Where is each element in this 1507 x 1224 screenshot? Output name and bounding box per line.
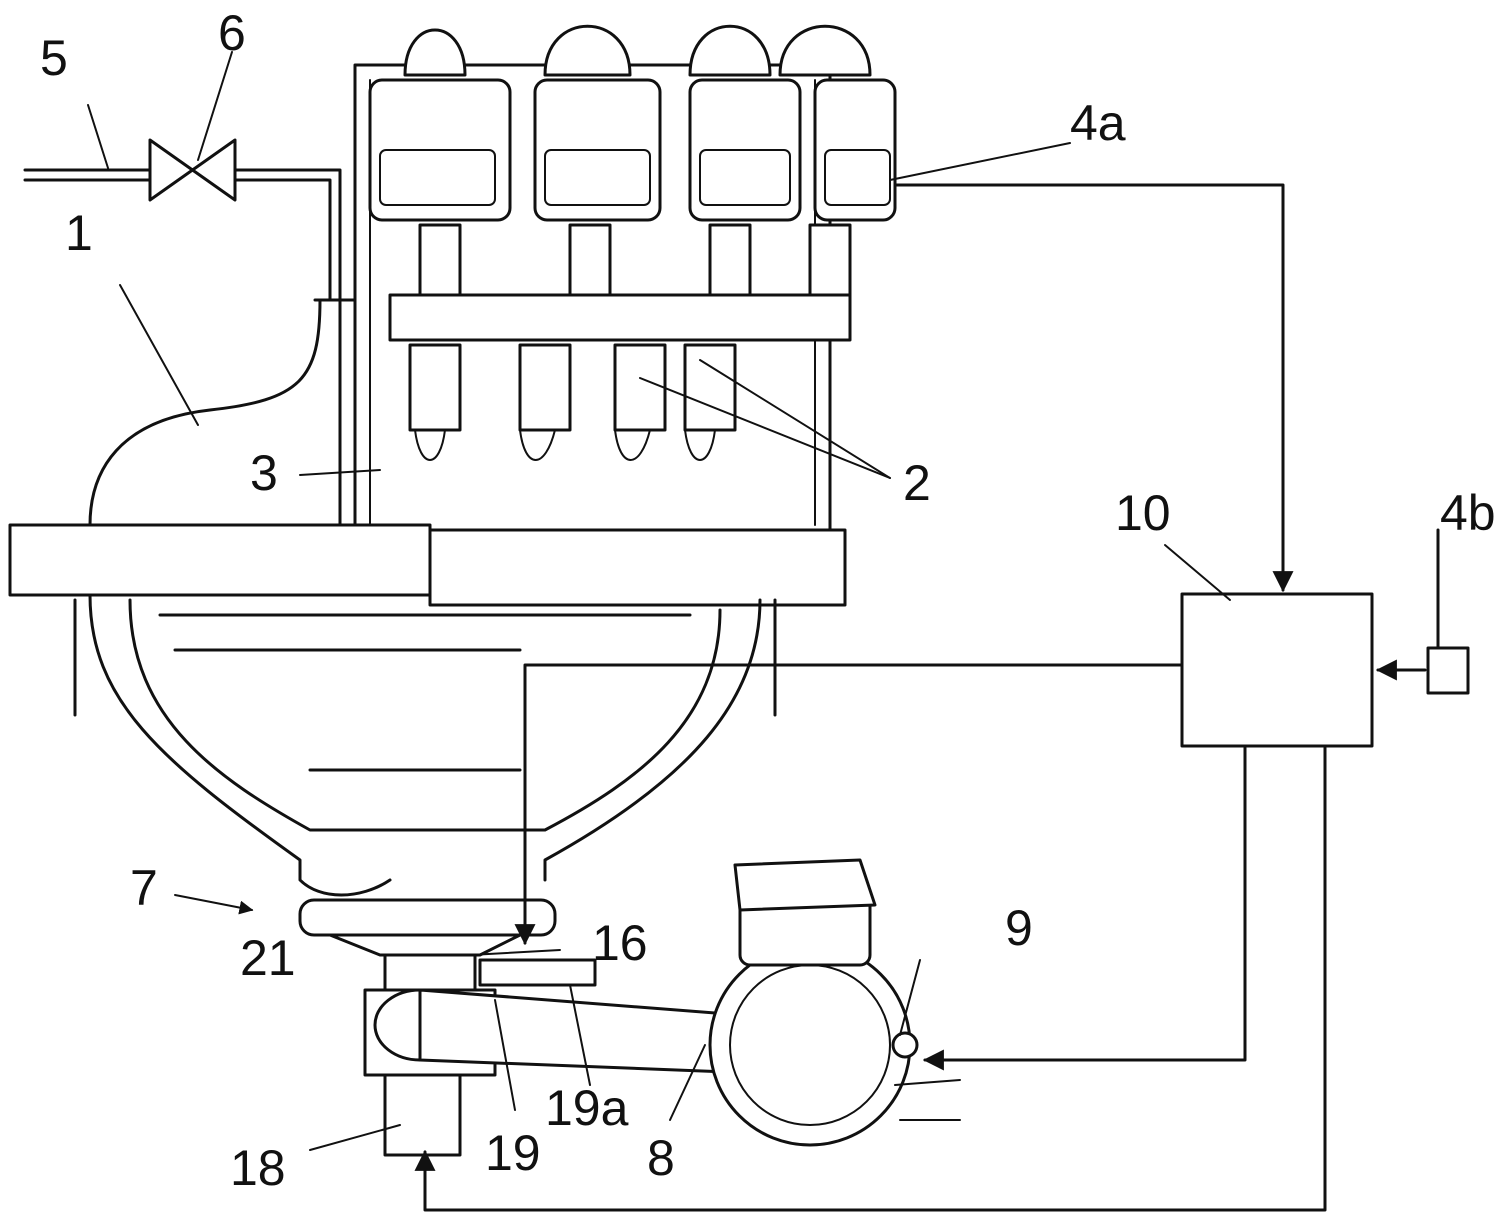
label-19: 19 — [485, 1125, 541, 1181]
label-4a: 4a — [1070, 95, 1126, 151]
label-8: 8 — [647, 1130, 675, 1186]
label-10: 10 — [1115, 485, 1171, 541]
dosing-units — [370, 26, 895, 460]
label-18: 18 — [230, 1140, 286, 1196]
label-7: 7 — [130, 860, 158, 916]
controller-box — [1182, 594, 1372, 746]
funnel — [90, 595, 760, 895]
label-9: 9 — [1005, 900, 1033, 956]
label-4b: 4b — [1440, 485, 1496, 541]
label-19a: 19a — [545, 1080, 629, 1136]
label-6: 6 — [218, 5, 246, 61]
label-16: 16 — [592, 915, 648, 971]
label-21: 21 — [240, 930, 296, 986]
dispense-valve — [300, 900, 555, 955]
valve-icon — [150, 140, 235, 200]
label-5: 5 — [40, 30, 68, 86]
label-3: 3 — [250, 445, 278, 501]
motor — [710, 860, 960, 1145]
label-2: 2 — [903, 455, 931, 511]
hopper-body — [90, 300, 355, 525]
input-box — [1428, 648, 1468, 693]
label-1: 1 — [65, 205, 93, 261]
